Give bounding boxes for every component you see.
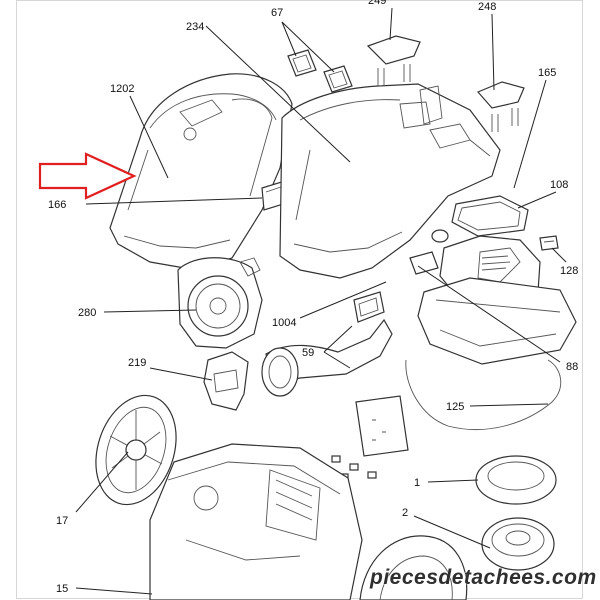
callout-15: 15 [56, 583, 68, 595]
callout-128: 128 [560, 265, 578, 277]
callout-88: 88 [566, 361, 578, 373]
part-17-wheel [95, 394, 177, 506]
part-125-cable [405, 359, 562, 430]
part-rear-wheel [359, 535, 468, 600]
callout-1202: 1202 [110, 83, 134, 95]
callout-280: 280 [78, 307, 96, 319]
part-59-hose [261, 291, 393, 397]
part-128-clip [539, 235, 559, 251]
part-108-seal [451, 195, 529, 237]
part-15-chassis [149, 443, 363, 600]
part-1202-dust-container [109, 73, 293, 271]
callout-17: 17 [56, 515, 68, 527]
callout-248: 248 [478, 1, 496, 13]
part-234-top-housing [279, 83, 501, 279]
part-280-cable-reel [177, 257, 263, 349]
callout-59: 59 [302, 347, 314, 359]
callout-219: 219 [128, 357, 146, 369]
callout-125: 125 [446, 401, 464, 413]
part-88-gasket [409, 251, 439, 275]
part-165-ring [431, 229, 449, 243]
callout-67: 67 [271, 7, 283, 19]
part-motor-cover [417, 235, 577, 365]
callout-1: 1 [414, 477, 420, 489]
callout-labels: 1202 234 67 249 248 165 108 166 128 280 … [48, 0, 578, 595]
callout-234: 234 [186, 21, 204, 33]
callout-1004: 1004 [272, 317, 296, 329]
callout-2: 2 [402, 507, 408, 519]
part-249-button [366, 35, 421, 86]
part-2-motor-filter [481, 517, 555, 571]
callout-165: 165 [538, 67, 556, 79]
part-exhaust-plate [331, 395, 409, 481]
leader-lines [75, 7, 567, 595]
highlight-arrow-icon [38, 152, 137, 200]
part-219-cover [203, 351, 249, 411]
part-67-gaskets [287, 49, 353, 93]
part-248-button [476, 81, 525, 132]
watermark-text: piecesdetachees.com [369, 566, 597, 589]
callout-108: 108 [550, 179, 568, 191]
callout-249: 249 [368, 0, 386, 7]
callout-166: 166 [48, 199, 66, 211]
part-1-filter-ring [475, 455, 557, 505]
